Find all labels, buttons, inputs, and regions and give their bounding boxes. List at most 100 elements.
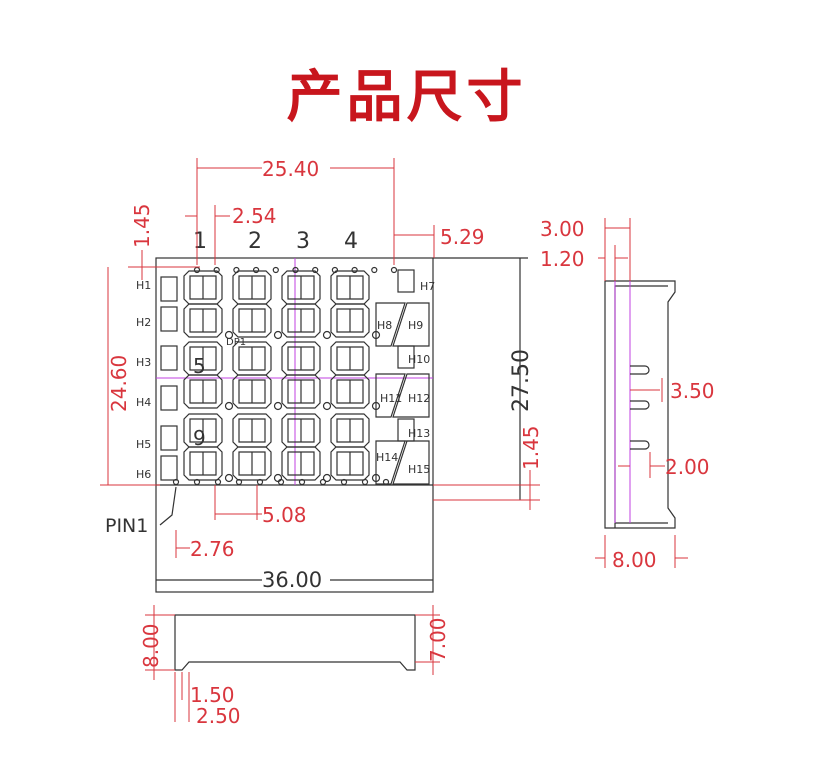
left-indicator [160,306,178,332]
decimal-point [224,330,234,340]
digit [183,270,234,340]
digit-segment-outline [232,446,272,481]
pin-top [351,266,358,274]
digit-segment-outline [183,374,223,409]
decimal-point [322,473,332,483]
pin-bottom [340,478,348,486]
digit [281,413,332,483]
digit-segment-inner [336,308,364,333]
col-label-1: 1 [193,229,207,254]
pin-bottom [235,478,243,486]
decimal-point [322,401,332,411]
decimal-point [273,401,283,411]
pin-bottom [382,478,390,486]
side-view: 3.00 1.20 3.50 2.00 8.00 [540,217,715,572]
digit-segment-inner [287,308,315,333]
indicator-label: H15 [408,463,430,476]
pin-bottom [361,478,369,486]
digit-segment-inner [287,275,315,300]
dim-2-54: 2.54 [232,204,277,228]
digit [330,413,381,483]
pin-top [312,266,319,274]
indicator-label: H5 [136,438,151,451]
digit [232,270,283,340]
indicator-label: H11 [380,392,402,405]
digit-segment-inner [336,379,364,404]
left-indicator [160,276,178,302]
digit-segment-outline [281,374,321,409]
digit-segment-inner [189,275,217,300]
digit-segment-inner [336,275,364,300]
digit-segment-inner [336,346,364,371]
pin-top [213,266,220,274]
digit-segment-outline [183,303,223,338]
pin-bottom [214,478,222,486]
pin-top [390,266,398,274]
digit-segment-inner [238,379,266,404]
indicator-label: H4 [136,396,151,409]
indicator-label: H1 [136,279,151,292]
decimal-point [273,473,283,483]
decimal-point [224,401,234,411]
dim-2-00: 2.00 [665,455,710,479]
pin-top [292,266,299,274]
decimal-point [273,330,283,340]
left-indicator [160,385,178,411]
indicator-label: H13 [408,427,430,440]
digit-segment-outline [330,303,370,338]
indicator-pair [375,440,430,485]
indicator-pair [375,302,430,347]
dim-5-29: 5.29 [440,225,485,249]
digit-grid [183,270,381,483]
left-indicator [160,345,178,371]
page-title: 产品尺寸 [286,65,527,130]
digit-segment-inner [336,418,364,443]
digit-segment-inner [287,346,315,371]
decimal-point [224,473,234,483]
bottom-view: 8.00 7.00 1.50 2.50 [139,605,450,728]
dim-2-50: 2.50 [196,704,241,728]
digit-segment-inner [238,275,266,300]
digit [232,341,283,411]
dim-1-20: 1.20 [540,247,585,271]
dim-36-00: 36.00 [262,568,322,592]
digit-segment-inner [189,346,217,371]
digit-segment-inner [238,451,266,476]
dp-label: DP1 [226,337,246,348]
dim-3-50: 3.50 [670,379,715,403]
digit-segment-inner [189,379,217,404]
pin-top [193,266,201,274]
pin-bottom [277,478,285,486]
dim-1-45-bottom: 1.45 [519,425,543,470]
dim-27-50: 27.50 [509,349,534,412]
pin-bottom [298,478,306,486]
indicator-label: H10 [408,353,430,366]
digit [281,341,332,411]
digit [330,341,381,411]
digit-segment-outline [281,446,321,481]
dim-2-76: 2.76 [190,537,235,561]
dim-1-50: 1.50 [190,683,235,707]
digit-segment-outline [232,374,272,409]
digit-segment-inner [238,308,266,333]
digit-segment-inner [238,346,266,371]
decimal-point [322,330,332,340]
pin-top [233,266,240,274]
indicator-label: H8 [377,319,392,332]
col-label-4: 4 [344,229,358,254]
indicator-label: H3 [136,356,151,369]
col-label-2: 2 [248,229,262,254]
dim-1-45-top: 1.45 [130,203,154,248]
pin-top [272,266,279,274]
pin-top [331,266,338,274]
digit [330,270,381,340]
dim-8-00-bottom: 8.00 [139,623,163,668]
front-dimensions: 25.40 2.54 5.29 1.45 24.60 27.50 1.45 5.… [100,157,543,592]
pin-top [253,266,260,274]
digit [281,270,332,340]
digit [232,413,283,483]
dim-5-08: 5.08 [262,503,307,527]
digit-segment-inner [336,451,364,476]
